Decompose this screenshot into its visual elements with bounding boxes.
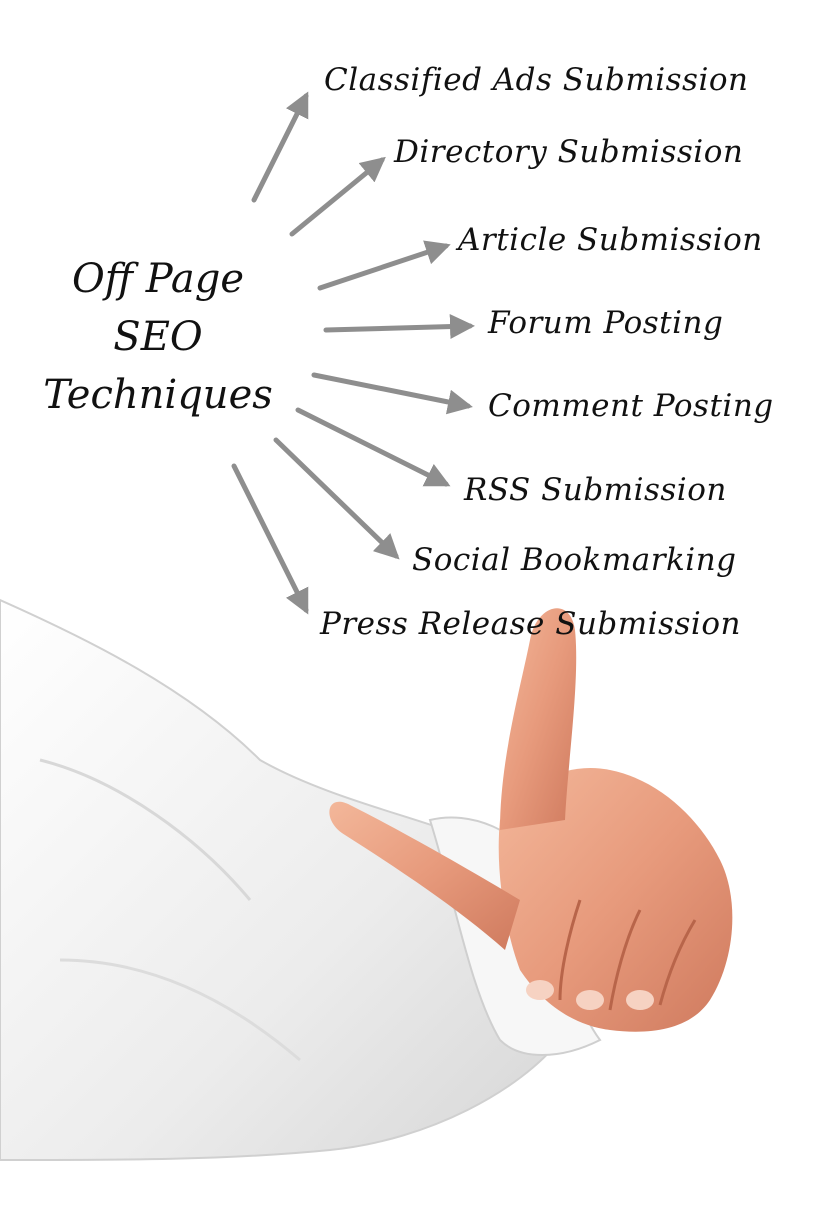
arrow-press-release (231, 463, 309, 615)
center-title-line2: SEO (113, 314, 203, 360)
arrow-classified-ads (251, 91, 309, 203)
branch-press-release: Press Release Submission (320, 606, 741, 642)
arrow-article (317, 240, 451, 291)
center-title-line3: Techniques (43, 372, 273, 418)
branch-directory: Directory Submission (394, 134, 744, 170)
arrow-directory (289, 156, 386, 237)
branch-rss: RSS Submission (464, 472, 727, 508)
branch-article: Article Submission (458, 222, 763, 258)
branch-social-bookmarking: Social Bookmarking (412, 542, 737, 578)
thumb-shape (329, 801, 520, 950)
center-title: Off Page SEO Techniques (8, 250, 308, 424)
branch-classified-ads: Classified Ads Submission (324, 62, 749, 98)
arrow-rss (295, 407, 451, 487)
center-title-line1: Off Page (71, 256, 245, 302)
arrow-comment (311, 372, 473, 415)
branch-forum: Forum Posting (488, 305, 724, 341)
arrow-social (273, 437, 400, 560)
arrow-forum (323, 314, 475, 340)
branch-comment: Comment Posting (488, 388, 774, 424)
index-finger-shape (500, 608, 577, 830)
